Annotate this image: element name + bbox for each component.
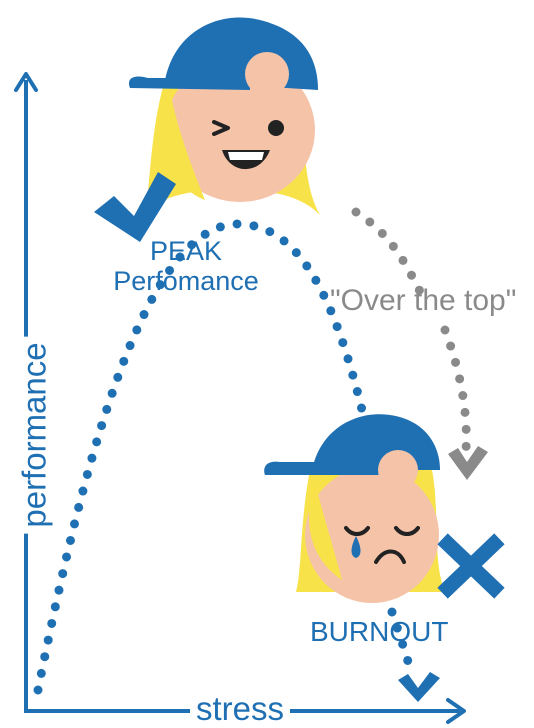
peak-performance-label: PEAK Perfomance [100,236,272,296]
x-axis-label: stress [190,690,290,728]
burnout-label: BURNOUT [310,616,448,648]
y-axis-label: performance [16,336,54,533]
peak-label-line2: Perfomance [100,266,272,296]
x-mark-icon [448,544,494,588]
crying-girl-with-cap-icon [264,414,445,603]
blue-chevron-icon [398,672,440,702]
over-the-top-curve [356,212,466,450]
over-the-top-label: "Over the top" [330,284,516,318]
peak-label-line1: PEAK [100,236,272,266]
grey-chevron-icon [448,446,488,480]
